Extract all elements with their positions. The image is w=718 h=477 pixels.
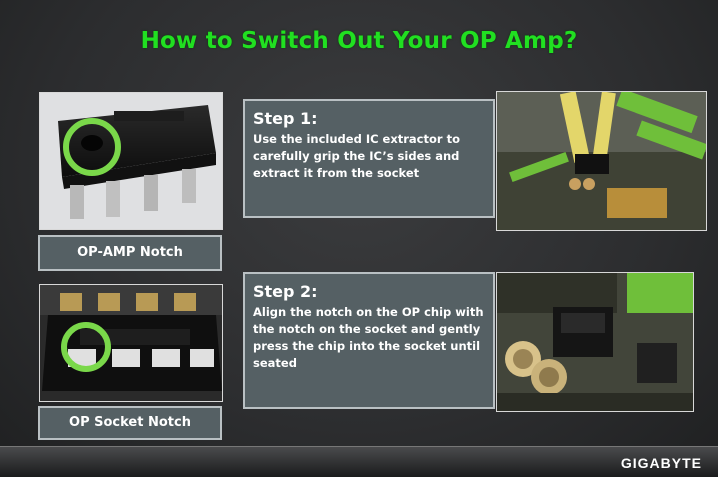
step-2-box: Step 2: Align the notch on the OP chip w… <box>243 272 495 409</box>
step-2-text: Align the notch on the OP chip with the … <box>253 305 484 370</box>
opamp-chip-photo <box>39 92 223 230</box>
op-socket-notch-label-text: OP Socket Notch <box>69 415 191 430</box>
socket-notch-highlight-ring <box>61 322 111 372</box>
socket-insert-photo <box>496 272 694 412</box>
step-1-text: Use the included IC extractor to careful… <box>253 132 460 180</box>
step-1-box: Step 1: Use the included IC extractor to… <box>243 99 495 218</box>
opamp-notch-label: OP-AMP Notch <box>38 235 222 271</box>
op-socket-photo <box>39 284 223 402</box>
step-2-heading: Step 2: <box>253 282 318 301</box>
step-1-heading: Step 1: <box>253 109 318 128</box>
slide-title: How to Switch Out Your OP Amp? <box>140 28 578 54</box>
opamp-notch-label-text: OP-AMP Notch <box>77 245 183 260</box>
notch-highlight-ring <box>63 118 121 176</box>
gigabyte-logo: GIGABYTE <box>620 455 702 471</box>
op-socket-notch-label: OP Socket Notch <box>38 406 222 440</box>
ic-extractor-photo <box>496 91 707 231</box>
footer-bar: GIGABYTE <box>0 446 718 477</box>
